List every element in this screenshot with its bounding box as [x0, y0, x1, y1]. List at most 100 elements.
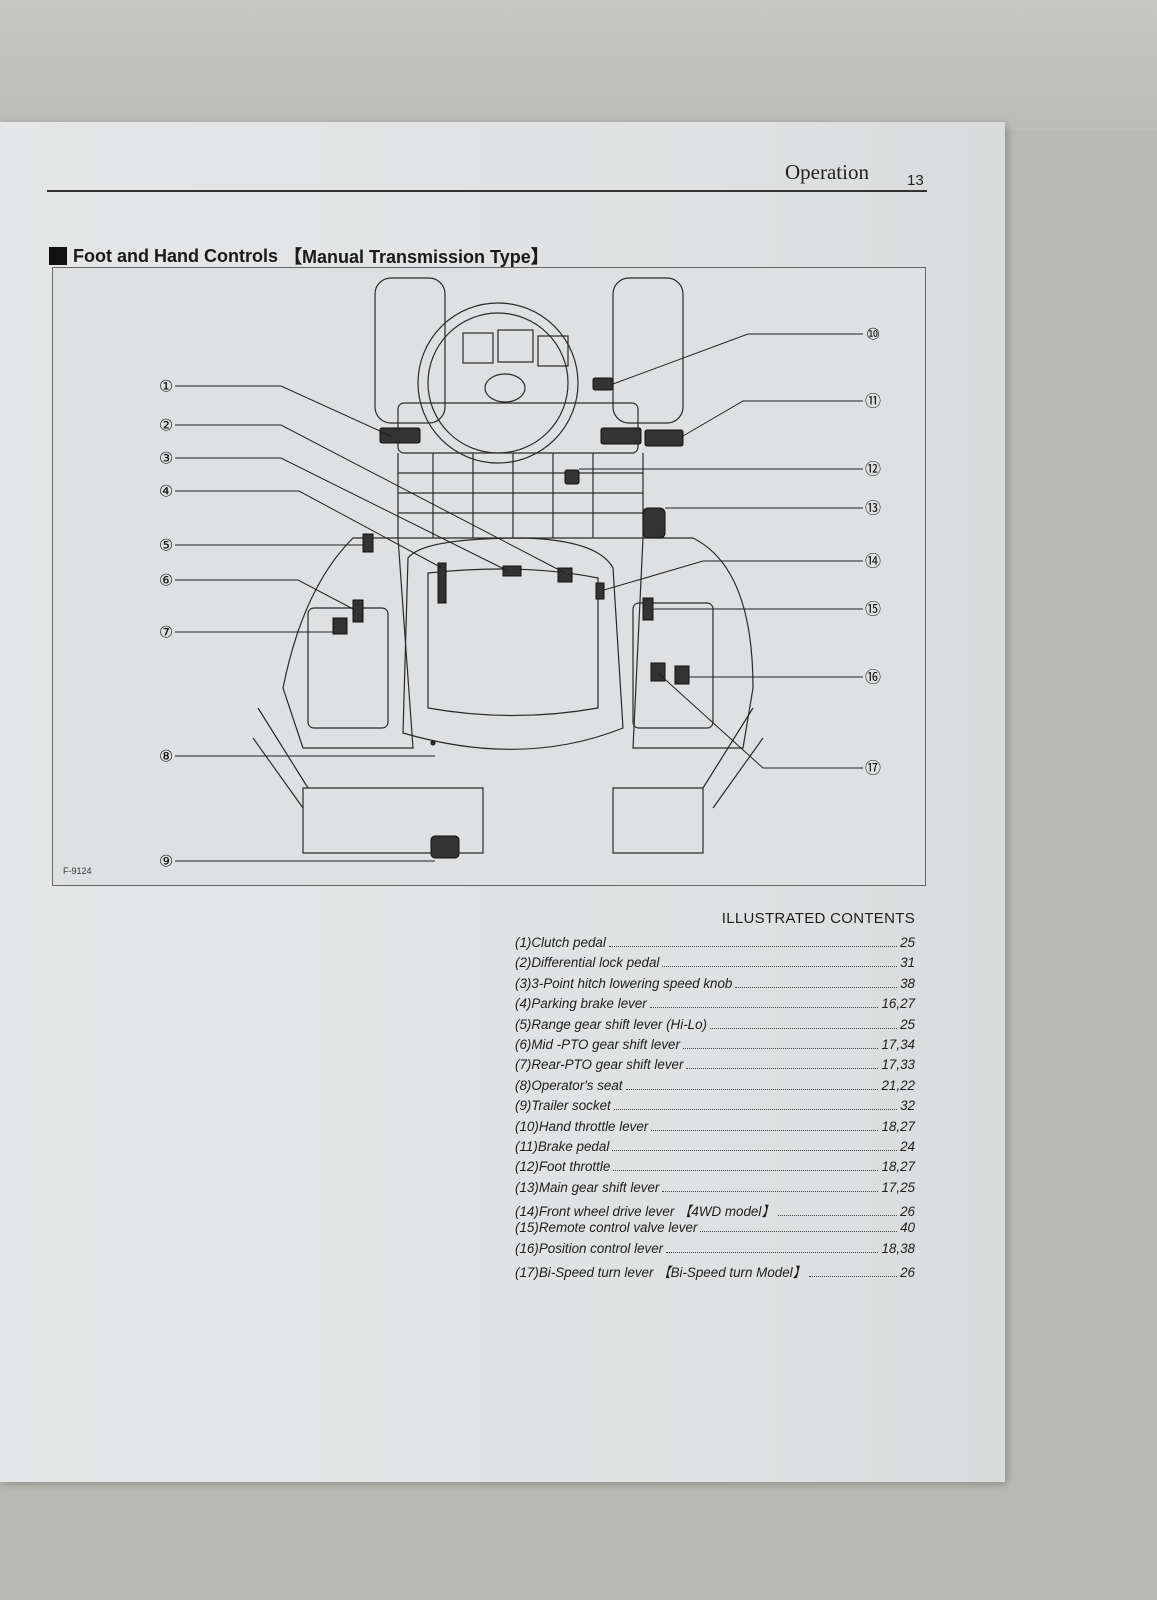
entry-title: Operator's seat [531, 1077, 623, 1093]
entry-pages: 32 [900, 1098, 915, 1114]
contents-entry: (13)Main gear shift lever 17,25 [515, 1180, 915, 1200]
brake-pedal-right-shape [644, 429, 684, 447]
dot-leader [686, 1068, 879, 1070]
leader-17 [657, 672, 863, 769]
leader-1 [175, 385, 392, 437]
heading-subtitle: 【Manual Transmission Type】 [283, 247, 549, 267]
entry-number: (9) [515, 1098, 532, 1114]
dot-leader [700, 1231, 898, 1233]
entry-label: (17)Bi-Speed turn lever 【Bi-Speed turn M… [515, 1261, 806, 1281]
dot-leader [613, 1109, 898, 1111]
left-front-wheel [374, 277, 446, 424]
steering-wheel [417, 302, 579, 464]
steering-hub [484, 373, 526, 403]
callout-8: ⑧ [159, 747, 173, 766]
right-fender [632, 537, 754, 749]
leader-10 [612, 333, 863, 385]
entry-title: Main gear shift lever [538, 1179, 660, 1195]
contents-title: ILLUSTRATED CONTENTS [721, 910, 915, 927]
left-link-arms [252, 707, 309, 809]
contents-entry: (12)Foot throttle 18,27 [515, 1159, 915, 1179]
entry-label: (15)Remote control valve lever [515, 1220, 697, 1235]
entry-number: (5) [515, 1016, 532, 1032]
contents-entry: (9)Trailer socket 32 [515, 1098, 915, 1118]
entry-label: (3)3-Point hitch lowering speed knob [515, 976, 732, 991]
contents-entry: (5)Range gear shift lever (Hi-Lo) 25 [515, 1017, 915, 1037]
callout-15: ⑮ [865, 600, 881, 619]
entry-label: (7)Rear-PTO gear shift lever [515, 1057, 683, 1072]
heading-square-icon [49, 247, 67, 265]
callout-10: ⑩ [866, 325, 880, 344]
right-lever-console [632, 602, 714, 729]
entry-number: (16) [515, 1240, 539, 1256]
entry-label: (2)Differential lock pedal [515, 955, 659, 970]
entry-pages: 17,25 [881, 1179, 915, 1195]
leader-14 [603, 560, 863, 591]
entry-number: (7) [515, 1057, 532, 1073]
entry-label: (6)Mid -PTO gear shift lever [515, 1037, 680, 1052]
callout-4: ④ [159, 482, 173, 501]
floor-ridges [398, 472, 643, 514]
dot-leader [777, 1215, 898, 1217]
dot-leader [662, 966, 898, 968]
gauge-center [497, 329, 534, 363]
entry-number: (11) [515, 1138, 538, 1154]
callout-11: ⑪ [865, 392, 881, 411]
trailer-socket-shape [430, 835, 460, 859]
callout-5: ⑤ [159, 536, 173, 555]
floor-step [397, 453, 644, 539]
entry-number: (17) [515, 1265, 539, 1281]
entry-label: (4)Parking brake lever [515, 996, 647, 1011]
entry-number: (13) [515, 1179, 539, 1195]
leader-3 [175, 457, 509, 572]
entry-pages: 16,27 [881, 996, 915, 1012]
right-front-wheel [612, 277, 684, 424]
contents-entry: (7)Rear-PTO gear shift lever 17,33 [515, 1057, 915, 1077]
entry-number: (1) [515, 935, 532, 950]
callout-12: ⑫ [865, 460, 881, 479]
entry-pages: 18,27 [881, 1159, 915, 1175]
entry-title: Rear-PTO gear shift lever [531, 1057, 684, 1073]
desk-background [0, 0, 1157, 130]
entry-title: Range gear shift lever (Hi-Lo) [531, 1016, 708, 1032]
seat-base [402, 537, 624, 750]
entry-title: Parking brake lever [531, 996, 647, 1012]
entry-title: Position control lever [538, 1240, 664, 1256]
fwd-lever-shape [595, 582, 605, 600]
callout-2: ② [159, 416, 173, 435]
left-lever-console [307, 607, 389, 729]
dot-leader [651, 1129, 879, 1131]
contents-entry: (17)Bi-Speed turn lever 【Bi-Speed turn M… [515, 1261, 915, 1281]
entry-pages: 38 [900, 975, 915, 991]
clutch-pedal-shape [379, 427, 421, 444]
foot-throttle-shape [564, 469, 580, 485]
entry-pages: 25 [900, 1016, 915, 1032]
entry-label: (10)Hand throttle lever [515, 1119, 648, 1134]
leader-6 [175, 579, 356, 611]
brake-pedal-left-shape [600, 427, 642, 445]
dot-leader [625, 1088, 879, 1090]
entry-title: Trailer socket [531, 1098, 611, 1114]
callout-9: ⑨ [159, 852, 173, 871]
entry-number: (3) [515, 975, 532, 991]
hand-throttle-shape [592, 377, 614, 391]
diff-lock-shape [502, 565, 522, 577]
callout-3: ③ [159, 449, 173, 468]
entry-pages: 40 [900, 1220, 915, 1236]
entry-pages: 17,33 [881, 1057, 915, 1073]
entry-title: Foot throttle [538, 1159, 611, 1175]
rear-hitch-right [612, 787, 704, 854]
entry-pages: 26 [900, 1265, 915, 1281]
entry-pages: 25 [900, 935, 915, 950]
seat-cushion [427, 568, 599, 717]
tractor-illustration: ① ② ③ ④ ⑤ ⑥ ⑦ ⑧ ⑨ ⑩ ⑪ ⑫ ⑬ ⑭ ⑮ ⑯ ⑰ [159, 277, 881, 871]
entry-number: (6) [515, 1036, 532, 1052]
entry-label: (13)Main gear shift lever [515, 1180, 659, 1195]
entry-number: (12) [515, 1159, 539, 1175]
